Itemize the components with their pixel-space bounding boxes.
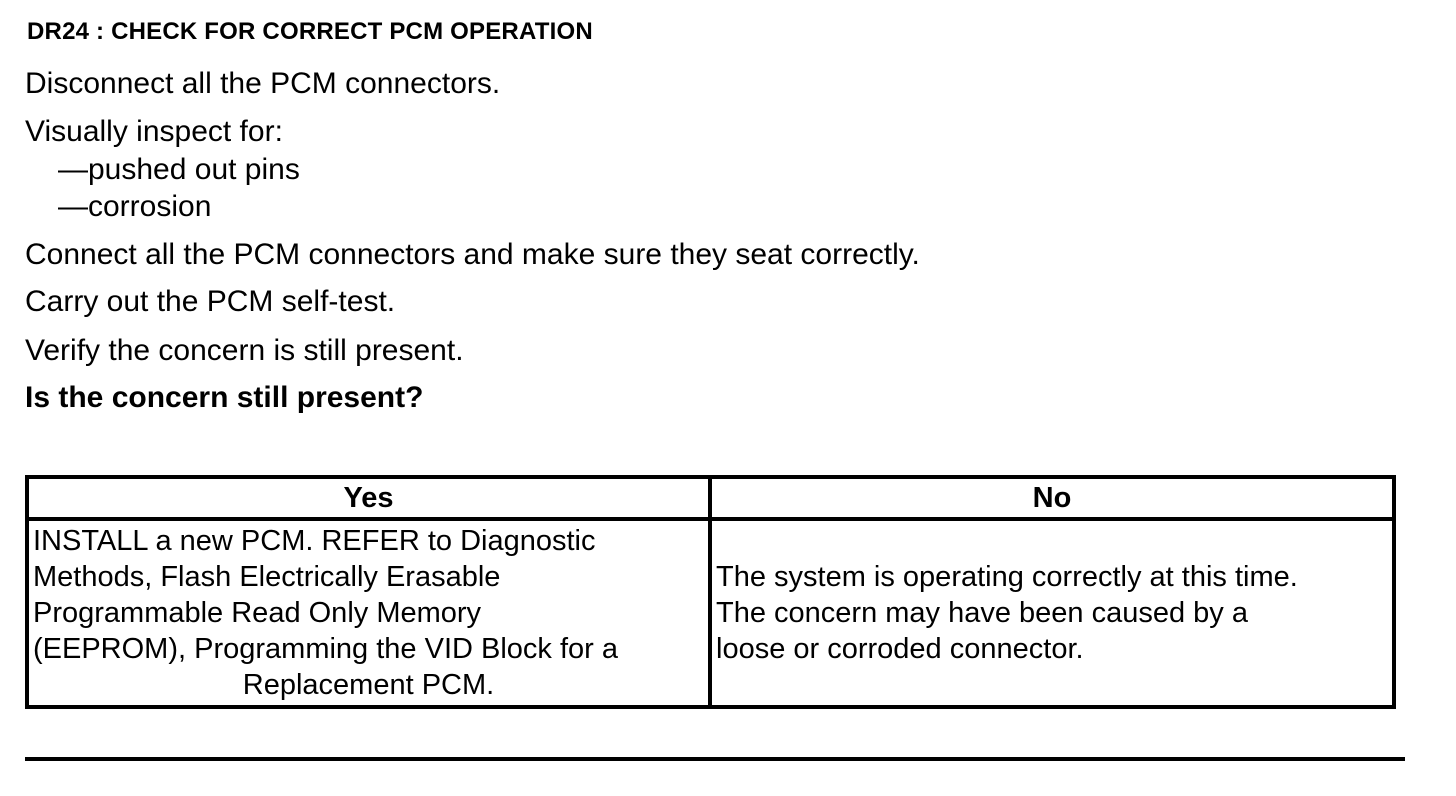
table-header-row: Yes No bbox=[25, 475, 1396, 521]
bottom-divider bbox=[25, 757, 1405, 761]
yes-action-cell: INSTALL a new PCM. REFER to Diagnostic M… bbox=[25, 517, 712, 709]
header-no: No bbox=[708, 475, 1396, 521]
no-action-cell: The system is operating correctly at thi… bbox=[708, 517, 1396, 709]
bullet-corrosion: —corrosion bbox=[58, 190, 212, 223]
no-line-2: The concern may have been caused by a bbox=[716, 597, 1248, 629]
step-connect: Connect all the PCM connectors and make … bbox=[25, 238, 920, 271]
no-line-3: loose or corroded connector. bbox=[716, 633, 1084, 665]
result-table: Yes No INSTALL a new PCM. REFER to Diagn… bbox=[25, 475, 1396, 709]
yes-line-3: Programmable Read Only Memory bbox=[33, 597, 482, 629]
yes-line-2: Methods, Flash Electrically Erasable bbox=[33, 561, 501, 593]
step-verify: Verify the concern is still present. bbox=[25, 334, 464, 367]
bullet-pushed-out-pins: —pushed out pins bbox=[58, 153, 300, 186]
yes-line-4: (EEPROM), Programming the VID Block for … bbox=[33, 633, 618, 665]
header-yes: Yes bbox=[25, 475, 712, 521]
step-disconnect: Disconnect all the PCM connectors. bbox=[25, 67, 501, 100]
table-row: INSTALL a new PCM. REFER to Diagnostic M… bbox=[25, 517, 1396, 709]
step-selftest: Carry out the PCM self-test. bbox=[25, 285, 396, 318]
question: Is the concern still present? bbox=[25, 381, 424, 414]
step-inspect: Visually inspect for: bbox=[25, 115, 283, 148]
yes-line-1: INSTALL a new PCM. REFER to Diagnostic bbox=[33, 525, 596, 557]
procedure-heading: DR24 : CHECK FOR CORRECT PCM OPERATION bbox=[27, 18, 593, 45]
yes-line-5: Replacement PCM. bbox=[242, 669, 495, 701]
no-line-1: The system is operating correctly at thi… bbox=[716, 561, 1298, 593]
